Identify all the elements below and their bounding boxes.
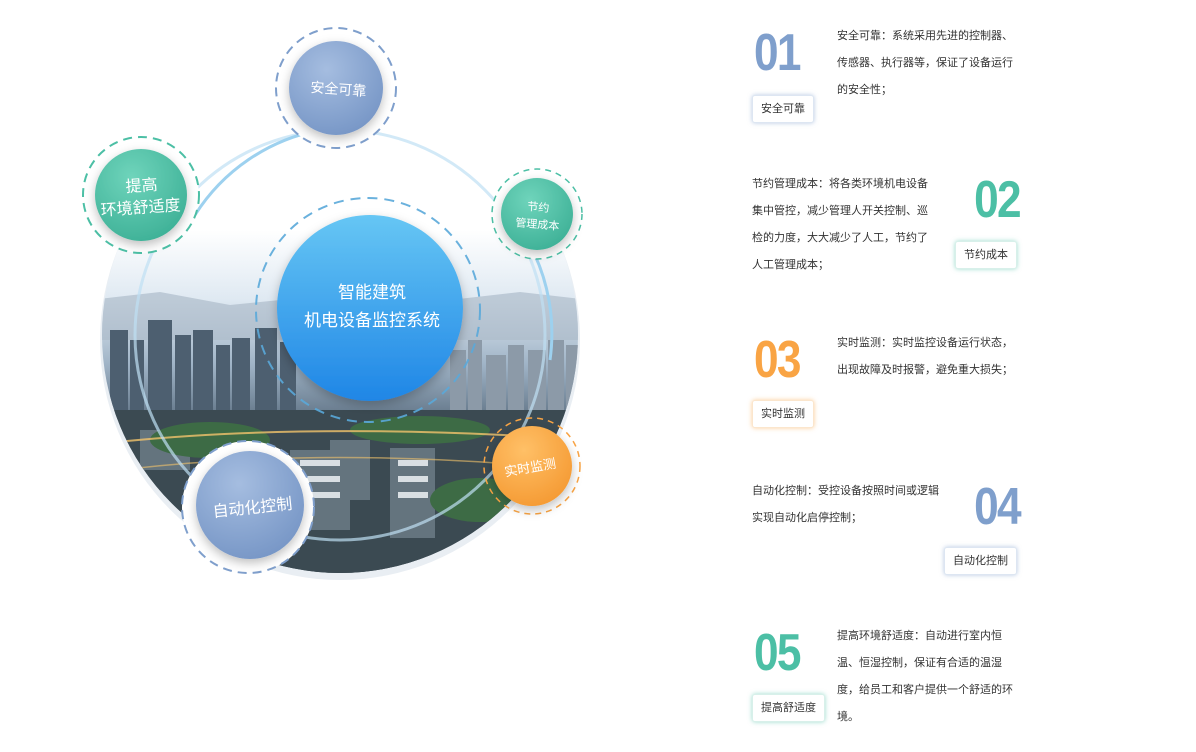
center-title-line1: 智能建筑 xyxy=(338,283,406,303)
feature-item-04: 自动化控制：受控设备按照时间或逻辑实现自动化启停控制； 04 自动化控制 xyxy=(750,478,1022,578)
feature-tag-button[interactable]: 提高舒适度 xyxy=(752,694,825,722)
feature-tag-button[interactable]: 安全可靠 xyxy=(752,95,814,123)
feature-number: 03 xyxy=(754,331,801,389)
feature-tag-button[interactable]: 实时监测 xyxy=(752,400,814,428)
node-comfort-label-line1: 提高 xyxy=(125,175,158,196)
feature-tag-button[interactable]: 节约成本 xyxy=(955,241,1017,269)
feature-item-01: 01 安全可靠：系统采用先进的控制器、传感器、执行器等，保证了设备运行的安全性；… xyxy=(750,24,1020,134)
center-title-line2: 机电设备监控系统 xyxy=(304,311,440,331)
node-cost-ball xyxy=(501,178,573,250)
system-diagram: 智能建筑 机电设备监控系统 安全可靠 提高 环境舒适度 节约 管理成本 实时监测… xyxy=(82,27,583,580)
center-ball xyxy=(277,215,463,401)
node-monitor-ball xyxy=(492,426,572,506)
feature-description: 自动化控制：受控设备按照时间或逻辑实现自动化启停控制； xyxy=(752,484,939,524)
node-safety-dashed-ring xyxy=(275,27,397,149)
center-dashed-ring xyxy=(255,197,481,423)
feature-number: 02 xyxy=(974,171,1021,229)
feature-tag-button[interactable]: 自动化控制 xyxy=(944,547,1017,575)
feature-item-03: 03 实时监测：实时监控设备运行状态，出现故障及时报警，避免重大损失； 实时监测 xyxy=(750,332,1020,432)
node-cost-label-line2: 管理成本 xyxy=(515,215,560,233)
feature-description: 实时监测：实时监控设备运行状态，出现故障及时报警，避免重大损失； xyxy=(837,336,1013,376)
node-comfort-dashed-ring xyxy=(82,136,200,254)
node-cost-label-line1: 节约 xyxy=(527,200,550,215)
feature-number: 04 xyxy=(974,478,1021,536)
node-safety-ball xyxy=(289,41,383,135)
feature-description: 节约管理成本：将各类环境机电设备集中管控，减少管理人开关控制、巡检的力度，大大减… xyxy=(752,177,928,271)
feature-item-05: 05 提高环境舒适度：自动进行室内恒温、恒湿控制，保证有合适的温湿度，给员工和客… xyxy=(750,624,1020,744)
feature-description: 提高环境舒适度：自动进行室内恒温、恒湿控制，保证有合适的温湿度，给员工和客户提供… xyxy=(837,629,1013,723)
node-cost-dashed-ring xyxy=(491,168,583,260)
node-auto-dashed-ring xyxy=(181,440,315,574)
feature-description: 安全可靠：系统采用先进的控制器、传感器、执行器等，保证了设备运行的安全性； xyxy=(837,29,1013,96)
feature-number: 01 xyxy=(754,24,801,82)
node-comfort-ball xyxy=(95,149,187,241)
feature-item-02: 节约管理成本：将各类环境机电设备集中管控，减少管理人开关控制、巡检的力度，大大减… xyxy=(750,170,1022,280)
node-monitor-dashed-ring xyxy=(483,417,581,515)
node-auto-ball xyxy=(196,451,304,559)
feature-number: 05 xyxy=(754,624,801,682)
node-safety-label: 安全可靠 xyxy=(310,79,367,100)
